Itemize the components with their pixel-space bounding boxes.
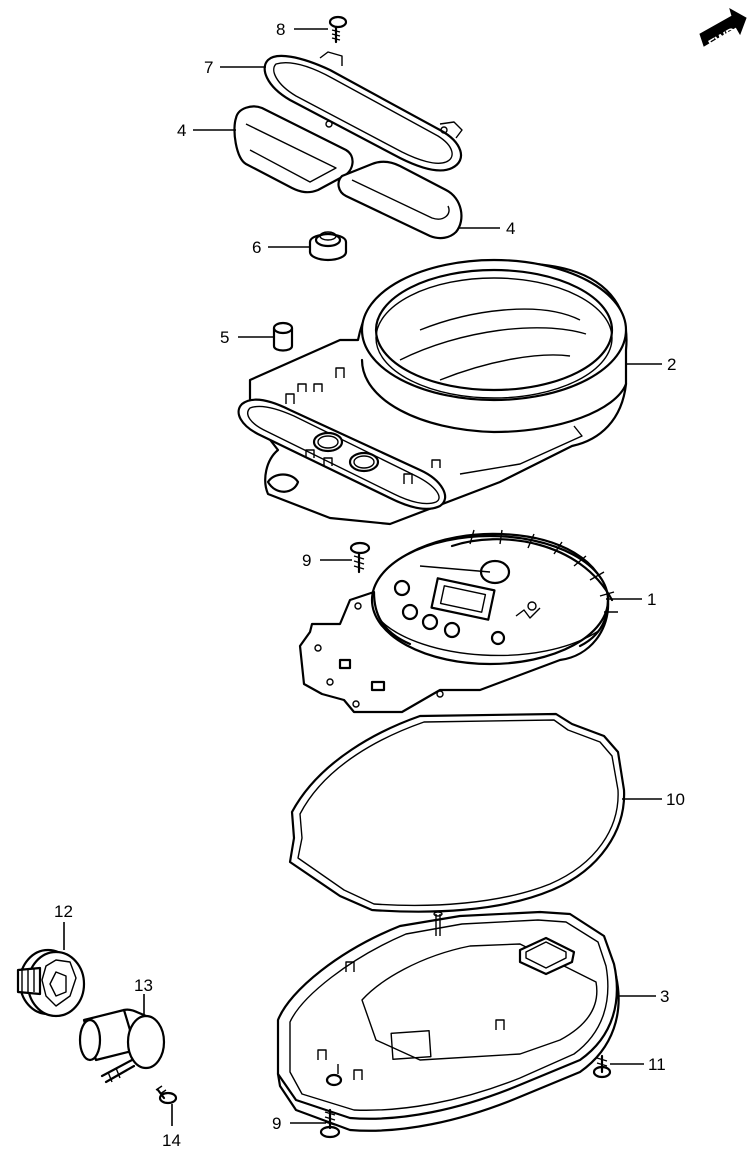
- callout-7: 7: [204, 58, 213, 77]
- socket-part-12: [16, 948, 86, 1018]
- callout-12: 12: [54, 902, 73, 921]
- bracket-part-7: [263, 51, 463, 172]
- callout-9-lower: 9: [272, 1114, 281, 1133]
- fwd-arrow-icon: FWD: [699, 7, 747, 52]
- pin-part-5: [272, 321, 294, 352]
- leader-lines: [63, 28, 662, 1126]
- callout-14: 14: [162, 1131, 181, 1150]
- callout-8: 8: [276, 20, 285, 39]
- callout-4-upper: 4: [177, 121, 186, 140]
- gauge-scale: [450, 529, 618, 613]
- callout-1: 1: [647, 590, 656, 609]
- callout-labels: 8 7 4 4 6 5 2 9 1 10 3 11 9 12 13 14: [54, 20, 685, 1150]
- lens-part-4-left: [233, 105, 354, 194]
- meter-case-part-2: [237, 258, 628, 526]
- gasket-part-10: [288, 712, 626, 913]
- callout-2: 2: [667, 355, 676, 374]
- bulb-holder-part-13: [78, 1008, 166, 1084]
- callout-4-lower: 4: [506, 219, 515, 238]
- screw-part-11: [592, 1054, 612, 1079]
- lens-part-4-right: [337, 160, 463, 240]
- callout-3: 3: [660, 987, 669, 1006]
- screw-part-8: [328, 15, 348, 44]
- callout-11: 11: [648, 1055, 666, 1074]
- callout-5: 5: [220, 328, 229, 347]
- screw-part-9-upper: [349, 541, 371, 574]
- callout-13: 13: [134, 976, 153, 995]
- screw-part-9-lower: [319, 1108, 341, 1139]
- callout-6: 6: [252, 238, 261, 257]
- callout-10: 10: [666, 790, 685, 809]
- screw-part-14: [155, 1085, 178, 1105]
- meter-assembly-part-1: [298, 529, 618, 714]
- callout-9-upper: 9: [302, 551, 311, 570]
- grommet-part-6: [308, 231, 348, 262]
- lower-case-part-3: [276, 910, 620, 1132]
